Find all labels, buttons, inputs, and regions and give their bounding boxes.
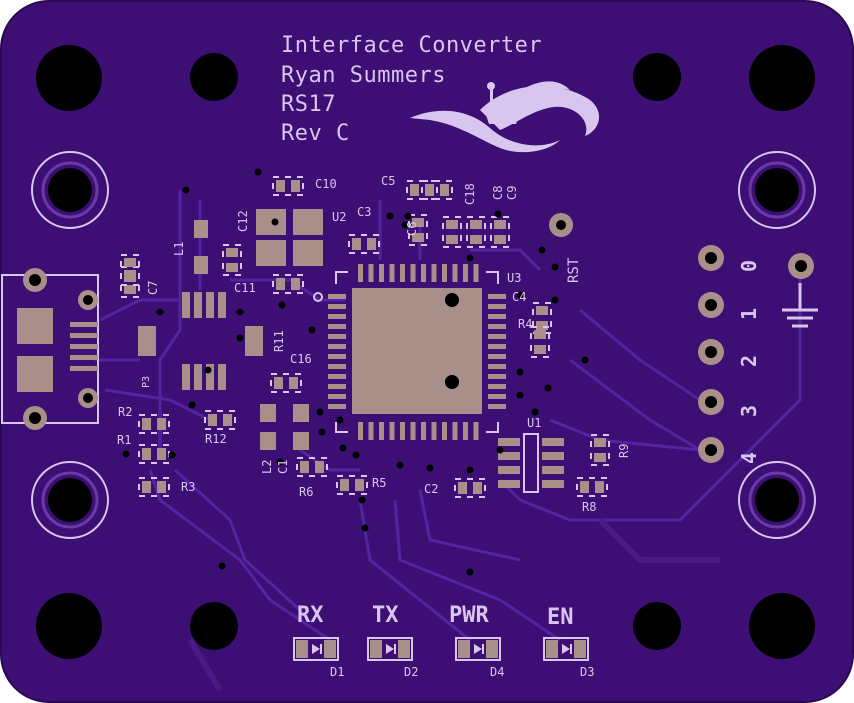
inductors [194, 220, 309, 450]
ref-r2: R2 [118, 405, 133, 419]
ref-c11: C11 [234, 281, 256, 295]
ref-r11: R11 [272, 330, 286, 352]
ref-r6: R6 [299, 485, 314, 499]
ref-c1: C1 [276, 459, 290, 474]
ref-d2: D2 [404, 665, 419, 679]
mcu-u3 [313, 264, 506, 440]
ref-u3: U3 [507, 271, 522, 285]
ref-r12: R12 [205, 432, 227, 446]
ref-r3: R3 [181, 480, 196, 494]
u2-regulator [256, 209, 323, 266]
ref-c16: C16 [290, 352, 312, 366]
ref-d3: D3 [580, 665, 595, 679]
wave-ship-logo [410, 81, 600, 153]
header-pin-label-3: 3 [737, 404, 761, 417]
ref-c2: C2 [424, 482, 439, 496]
ref-r8: R8 [582, 500, 597, 514]
ref-l2: L2 [260, 459, 274, 474]
header-pins [549, 213, 814, 463]
header-pin-label-2: 2 [737, 354, 761, 367]
vias [122, 168, 589, 576]
led-label-tx: TX [372, 603, 399, 628]
u1-chip [498, 433, 564, 493]
ref-c3: C3 [357, 205, 372, 219]
led-footprints [293, 637, 589, 661]
ref-c4: C4 [512, 290, 527, 304]
ref-c6: C6 [405, 221, 419, 236]
copper-traces [95, 190, 802, 642]
ref-r4: R4 [518, 317, 533, 331]
ref-l1: L1 [172, 241, 186, 256]
ref-c10: C10 [315, 177, 337, 191]
ref-c5: C5 [381, 174, 396, 188]
led-label-rx: RX [297, 603, 324, 628]
passive-components [120, 176, 610, 498]
ground-symbol-icon [782, 283, 818, 328]
mounting-holes [36, 45, 815, 659]
ref-c18: C18 [463, 183, 477, 205]
ref-c8: C8 [491, 185, 505, 200]
board-title-line-3: RS17 [281, 92, 336, 117]
usb-connector [1, 268, 99, 430]
ref-c9: C9 [505, 185, 519, 200]
ref-r5: R5 [372, 476, 387, 490]
header-pin-label-4: 4 [737, 451, 761, 464]
ref-r9: R9 [617, 443, 631, 458]
ref-d1: D1 [330, 665, 345, 679]
led-label-en: EN [547, 605, 574, 630]
ref-r1: R1 [117, 433, 132, 447]
standoff-holes [31, 151, 816, 539]
led-label-pwr: PWR [449, 603, 489, 628]
board-title-line-2: Ryan Summers [281, 63, 446, 88]
board-title-line-1: Interface Converter [281, 33, 543, 58]
ref-c7: C7 [146, 280, 160, 295]
ref-d4: D4 [490, 665, 505, 679]
board-title-line-4: Rev C [281, 121, 350, 146]
ref-c12: C12 [236, 210, 250, 232]
ref-u2: U2 [332, 210, 347, 224]
header-pin-label-0: 0 [737, 259, 761, 272]
ref-rst: RST [566, 257, 582, 283]
ref-p3: P3 [141, 375, 152, 388]
ref-u1: U1 [527, 416, 542, 430]
soic-chips [138, 292, 263, 390]
header-pin-label-1: 1 [737, 307, 761, 320]
